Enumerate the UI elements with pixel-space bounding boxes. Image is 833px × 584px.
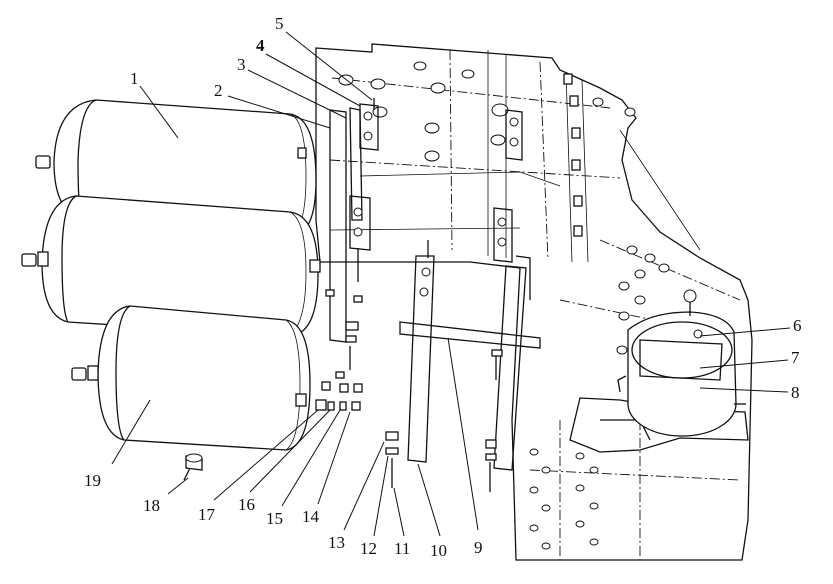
plate-holes [338, 61, 670, 550]
callout-1: 1 [130, 69, 139, 88]
drain-valve-18 [183, 453, 203, 481]
callout-19: 19 [84, 471, 101, 490]
callout-13: 13 [328, 533, 345, 552]
callout-17: 17 [198, 505, 216, 524]
small-parts-11-13 [385, 431, 399, 488]
callout-15: 15 [266, 509, 283, 528]
callout-5: 5 [275, 14, 284, 33]
callouts: 1 2 3 4 5 6 7 8 9 10 11 12 13 14 15 16 1… [84, 14, 802, 560]
callout-12: 12 [360, 539, 377, 558]
strap-9 [399, 265, 541, 492]
cylinder-6-8 [617, 289, 746, 437]
callout-14: 14 [302, 507, 320, 526]
frame-plate [315, 43, 753, 561]
middle-brackets [493, 109, 531, 300]
strap-10 [407, 240, 435, 463]
callout-10: 10 [430, 541, 447, 560]
callout-3: 3 [237, 55, 246, 74]
callout-8: 8 [791, 383, 800, 402]
callout-6: 6 [793, 316, 802, 335]
callout-9: 9 [474, 538, 483, 557]
air-tank-19 [71, 305, 311, 451]
callout-11: 11 [394, 539, 410, 558]
air-tank-middle [21, 195, 321, 337]
left-brackets [315, 98, 379, 411]
callout-16: 16 [238, 495, 255, 514]
callout-2: 2 [214, 81, 223, 100]
callout-4: 4 [256, 36, 265, 55]
leader-lines [111, 31, 791, 537]
frame-side-tabs [563, 73, 583, 237]
callout-18: 18 [143, 496, 160, 515]
callout-7: 7 [791, 348, 800, 367]
